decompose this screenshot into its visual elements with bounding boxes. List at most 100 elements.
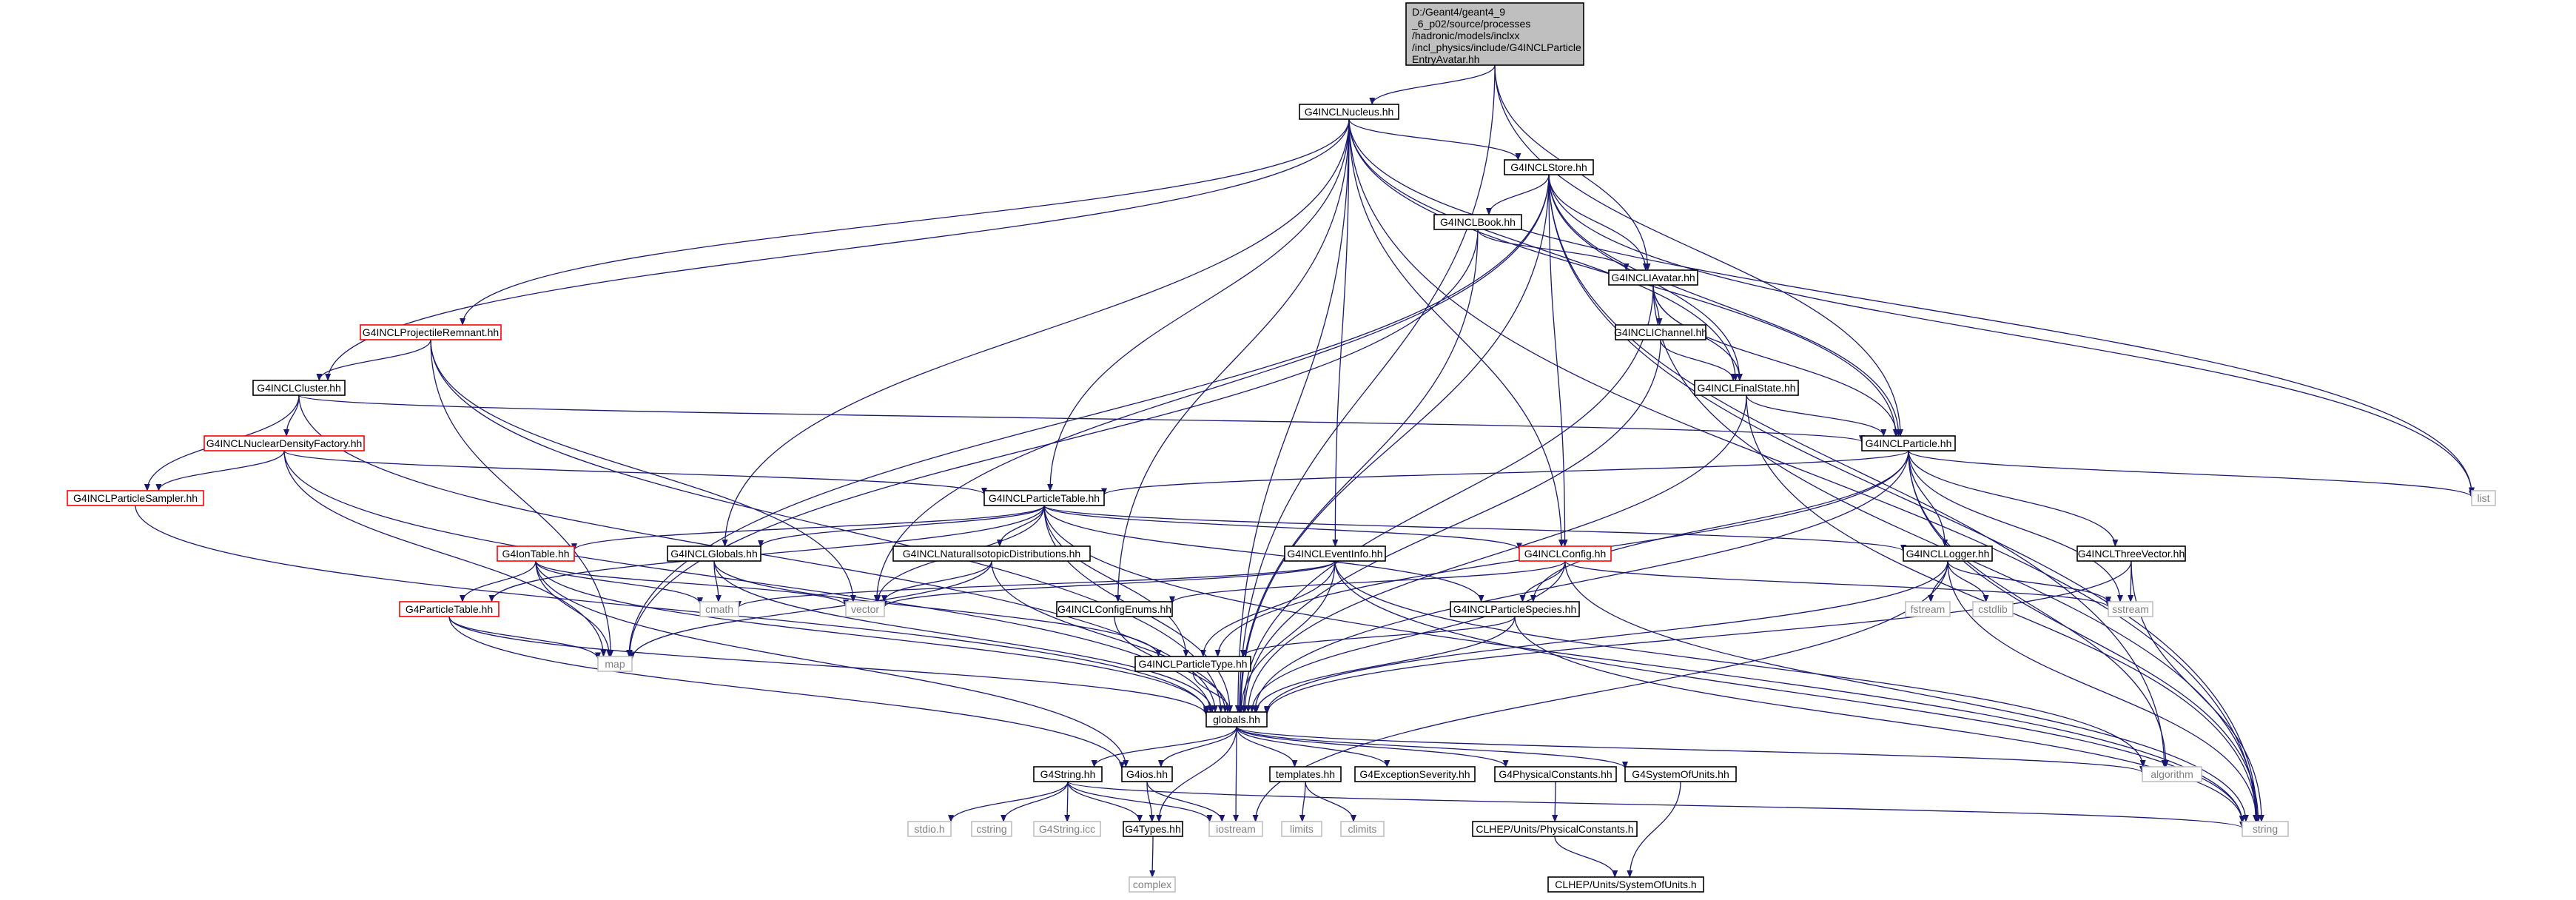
- edge-ptable-to-string: [1043, 505, 2245, 824]
- node-vector-label: vector: [851, 603, 879, 615]
- edge-nucleus-to-config: [1348, 118, 1565, 547]
- node-algorithm: algorithm: [2142, 766, 2202, 782]
- node-inclglobals-label: G4INCLGlobals.hh: [670, 548, 758, 560]
- node-projrem[interactable]: G4INCLProjectileRemnant.hh: [360, 324, 502, 340]
- node-g4ptable[interactable]: G4ParticleTable.hh: [399, 601, 500, 617]
- edge-book-to-iavatar: [1477, 229, 1630, 271]
- edge-root-to-nucleus: [1369, 64, 1496, 105]
- edge-logger-to-sstream: [1947, 560, 2111, 605]
- node-g4types-label: G4Types.hh: [1125, 823, 1181, 835]
- edge-templates-to-limits: [1299, 781, 1306, 822]
- edge-root-to-globals: [1236, 64, 1496, 713]
- node-clhepsys-label: CLHEP/Units/SystemOfUnits.h: [1555, 879, 1696, 890]
- node-psampler[interactable]: G4INCLParticleSampler.hh: [67, 490, 204, 506]
- edge-physconst-to-clhepphys: [1552, 781, 1558, 822]
- node-g4ios[interactable]: G4ios.hh: [1121, 766, 1173, 782]
- node-fstream: fstream: [1905, 601, 1951, 617]
- node-globals-label: globals.hh: [1213, 713, 1260, 725]
- edge-nucdens-to-ptable: [283, 450, 987, 495]
- node-sstream-box: [2108, 601, 2153, 617]
- node-pspecies[interactable]: G4INCLParticleSpecies.hh: [1450, 601, 1580, 617]
- node-templates[interactable]: templates.hh: [1269, 766, 1342, 782]
- node-cstdlib-box: [1972, 601, 2014, 617]
- node-store[interactable]: G4INCLStore.hh: [1504, 159, 1594, 175]
- edge-particle-to-threevec: [1908, 450, 2119, 547]
- edge-book-to-map: [626, 229, 1479, 657]
- edge-g4string-to-iostream: [1067, 781, 1213, 822]
- node-config[interactable]: G4INCLConfig.hh: [1519, 545, 1612, 562]
- node-vector: vector: [845, 601, 885, 617]
- node-ptable[interactable]: G4INCLParticleTable.hh: [983, 490, 1105, 506]
- node-configenums[interactable]: G4INCLConfigEnums.hh: [1056, 601, 1173, 617]
- edge-g4ios-to-g4types: [1146, 781, 1155, 822]
- edge-nucleus-to-store: [1348, 118, 1521, 161]
- node-inclglobals[interactable]: G4INCLGlobals.hh: [667, 545, 761, 562]
- node-g4ios-label: G4ios.hh: [1126, 768, 1168, 780]
- node-globals-box: [1205, 711, 1268, 728]
- node-sysunits-box: [1624, 766, 1737, 782]
- node-map-label: map: [605, 658, 625, 670]
- node-clhepsys[interactable]: CLHEP/Units/SystemOfUnits.h: [1547, 876, 1704, 893]
- node-book[interactable]: G4INCLBook.hh: [1433, 214, 1522, 230]
- edge-clhepphys-to-clhepsys: [1554, 836, 1618, 878]
- edge-threevec-to-globals: [1264, 560, 2132, 715]
- edge-iontable-to-g4ios: [535, 560, 1129, 768]
- edge-ptable-to-natiso: [996, 505, 1045, 547]
- node-cluster-box: [252, 380, 346, 396]
- node-iavatar[interactable]: G4INCLIAvatar.hh: [1608, 269, 1698, 286]
- node-climits: climits: [1340, 821, 1385, 837]
- node-excsev[interactable]: G4ExceptionSeverity.hh: [1354, 766, 1476, 782]
- edge-config-to-globals: [1248, 560, 1566, 713]
- root-label-line-4: EntryAvatar.hh: [1412, 53, 1480, 65]
- edge-particle-to-list: [1908, 450, 2475, 498]
- edge-nucleus-to-ptable: [1047, 118, 1350, 491]
- edge-nucleus-to-globals: [1234, 118, 1350, 713]
- node-eventinfo[interactable]: G4INCLEventInfo.hh: [1284, 545, 1386, 562]
- node-physconst[interactable]: G4PhysicalConstants.hh: [1494, 766, 1617, 782]
- node-cluster[interactable]: G4INCLCluster.hh: [252, 380, 346, 396]
- node-g4types[interactable]: G4Types.hh: [1123, 821, 1183, 837]
- node-natiso[interactable]: G4INCLNaturalIsotopicDistributions.hh: [892, 545, 1091, 562]
- node-ichannel[interactable]: G4INCLIChannel.hh: [1614, 324, 1707, 340]
- edge-book-to-globals: [1237, 229, 1479, 713]
- node-iontable[interactable]: G4IonTable.hh: [497, 545, 575, 562]
- node-configenums-label: G4INCLConfigEnums.hh: [1057, 603, 1171, 615]
- node-string: string: [2242, 821, 2289, 837]
- edge-store-to-book: [1486, 174, 1550, 215]
- node-logger[interactable]: G4INCLLogger.hh: [1903, 545, 1993, 562]
- edge-g4string-to-g4stringicc: [1064, 781, 1071, 822]
- edge-templates-to-climits: [1305, 781, 1356, 822]
- node-natiso-box: [892, 545, 1091, 562]
- node-nucdens[interactable]: G4INCLNuclearDensityFactory.hh: [204, 435, 365, 451]
- node-sysunits[interactable]: G4SystemOfUnits.hh: [1624, 766, 1737, 782]
- edge-ptable-to-g4ptable: [488, 505, 1045, 602]
- edge-store-to-iavatar: [1548, 174, 1649, 271]
- node-store-box: [1504, 159, 1594, 175]
- edge-eventinfo-to-vector: [881, 560, 1336, 608]
- node-root-box: [1405, 2, 1584, 66]
- node-finalstate[interactable]: G4INCLFinalState.hh: [1694, 380, 1799, 396]
- edge-nucdens-to-psampler: [155, 450, 285, 491]
- edge-config-to-sstream: [1564, 560, 2111, 608]
- dependency-nodes: D:/Geant4/geant4_9_6_p02/source/processe…: [67, 2, 2496, 893]
- node-threevec[interactable]: G4INCLThreeVector.hh: [2076, 545, 2186, 562]
- node-g4string[interactable]: G4String.hh: [1033, 766, 1103, 782]
- node-nucleus[interactable]: G4INCLNucleus.hh: [1299, 104, 1399, 120]
- node-psampler-label: G4INCLParticleSampler.hh: [73, 492, 198, 504]
- node-book-label: G4INCLBook.hh: [1440, 216, 1516, 228]
- node-pspecies-box: [1450, 601, 1580, 617]
- node-map-box: [597, 656, 633, 672]
- edge-config-to-string: [1564, 560, 2249, 822]
- node-ptype[interactable]: G4INCLParticleType.hh: [1134, 656, 1251, 672]
- node-clhepphys[interactable]: CLHEP/Units/PhysicalConstants.h: [1472, 821, 1638, 837]
- edge-config-to-pspecies: [1519, 560, 1566, 602]
- node-cmath-box: [699, 601, 739, 617]
- node-iontable-label: G4IonTable.hh: [502, 548, 569, 560]
- node-globals[interactable]: globals.hh: [1205, 711, 1268, 728]
- node-particle[interactable]: G4INCLParticle.hh: [1861, 435, 1956, 451]
- node-nucleus-box: [1299, 104, 1399, 120]
- edge-ptype-to-globals: [1192, 671, 1233, 713]
- edge-g4types-to-complex: [1149, 836, 1156, 878]
- node-ptype-label: G4INCLParticleType.hh: [1138, 658, 1247, 670]
- edge-ptable-to-logger: [1043, 505, 1906, 552]
